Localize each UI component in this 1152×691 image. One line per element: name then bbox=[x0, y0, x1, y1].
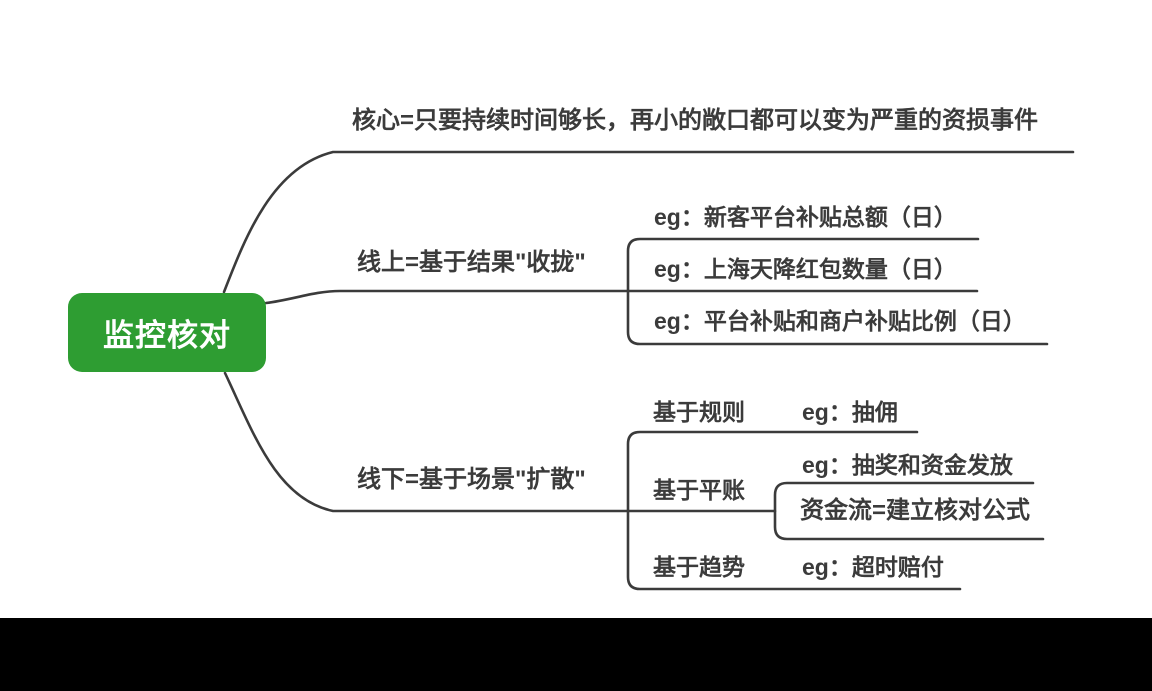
topic-trend-eg[interactable]: eg：超时赔付 bbox=[802, 554, 944, 580]
connector-offline-children bbox=[626, 430, 962, 591]
connector-root-offline bbox=[223, 371, 777, 513]
topic-balance[interactable]: 基于平账 bbox=[653, 477, 745, 503]
topic-online-eg-1[interactable]: eg：新客平台补贴总额（日） bbox=[654, 204, 957, 230]
topic-online[interactable]: 线上=基于结果"收拢" bbox=[357, 249, 586, 276]
connector-root-core bbox=[222, 150, 1075, 294]
root-topic-label: 监控核对 bbox=[103, 318, 231, 353]
connector-lines bbox=[222, 150, 1075, 591]
topic-online-eg-3[interactable]: eg：平台补贴和商户补贴比例（日） bbox=[654, 308, 1026, 334]
topic-rule-eg[interactable]: eg：抽佣 bbox=[802, 399, 898, 425]
connector-online-children bbox=[626, 237, 1049, 346]
topic-balance-fundflow[interactable]: 资金流=建立核对公式 bbox=[800, 497, 1031, 524]
connector-pingzhang-children bbox=[773, 481, 1045, 541]
topic-core[interactable]: 核心=只要持续时间够长，再小的敞口都可以变为严重的资损事件 bbox=[352, 107, 1039, 134]
root-topic[interactable]: 监控核对 bbox=[68, 293, 266, 372]
topic-online-eg-2[interactable]: eg：上海天降红包数量（日） bbox=[654, 256, 957, 282]
topic-balance-eg[interactable]: eg：抽奖和资金发放 bbox=[802, 452, 1013, 478]
mindmap-canvas[interactable]: 监控核对 核心=只要持续时间够长，再小的敞口都可以变为严重的资损事件 线上=基于… bbox=[0, 0, 1152, 618]
topic-trend[interactable]: 基于趋势 bbox=[653, 554, 745, 580]
connector-root-online bbox=[264, 289, 979, 305]
topic-offline[interactable]: 线下=基于场景"扩散" bbox=[357, 466, 586, 493]
topic-rule[interactable]: 基于规则 bbox=[653, 399, 745, 425]
letterbox-bottom-bar bbox=[0, 618, 1152, 691]
